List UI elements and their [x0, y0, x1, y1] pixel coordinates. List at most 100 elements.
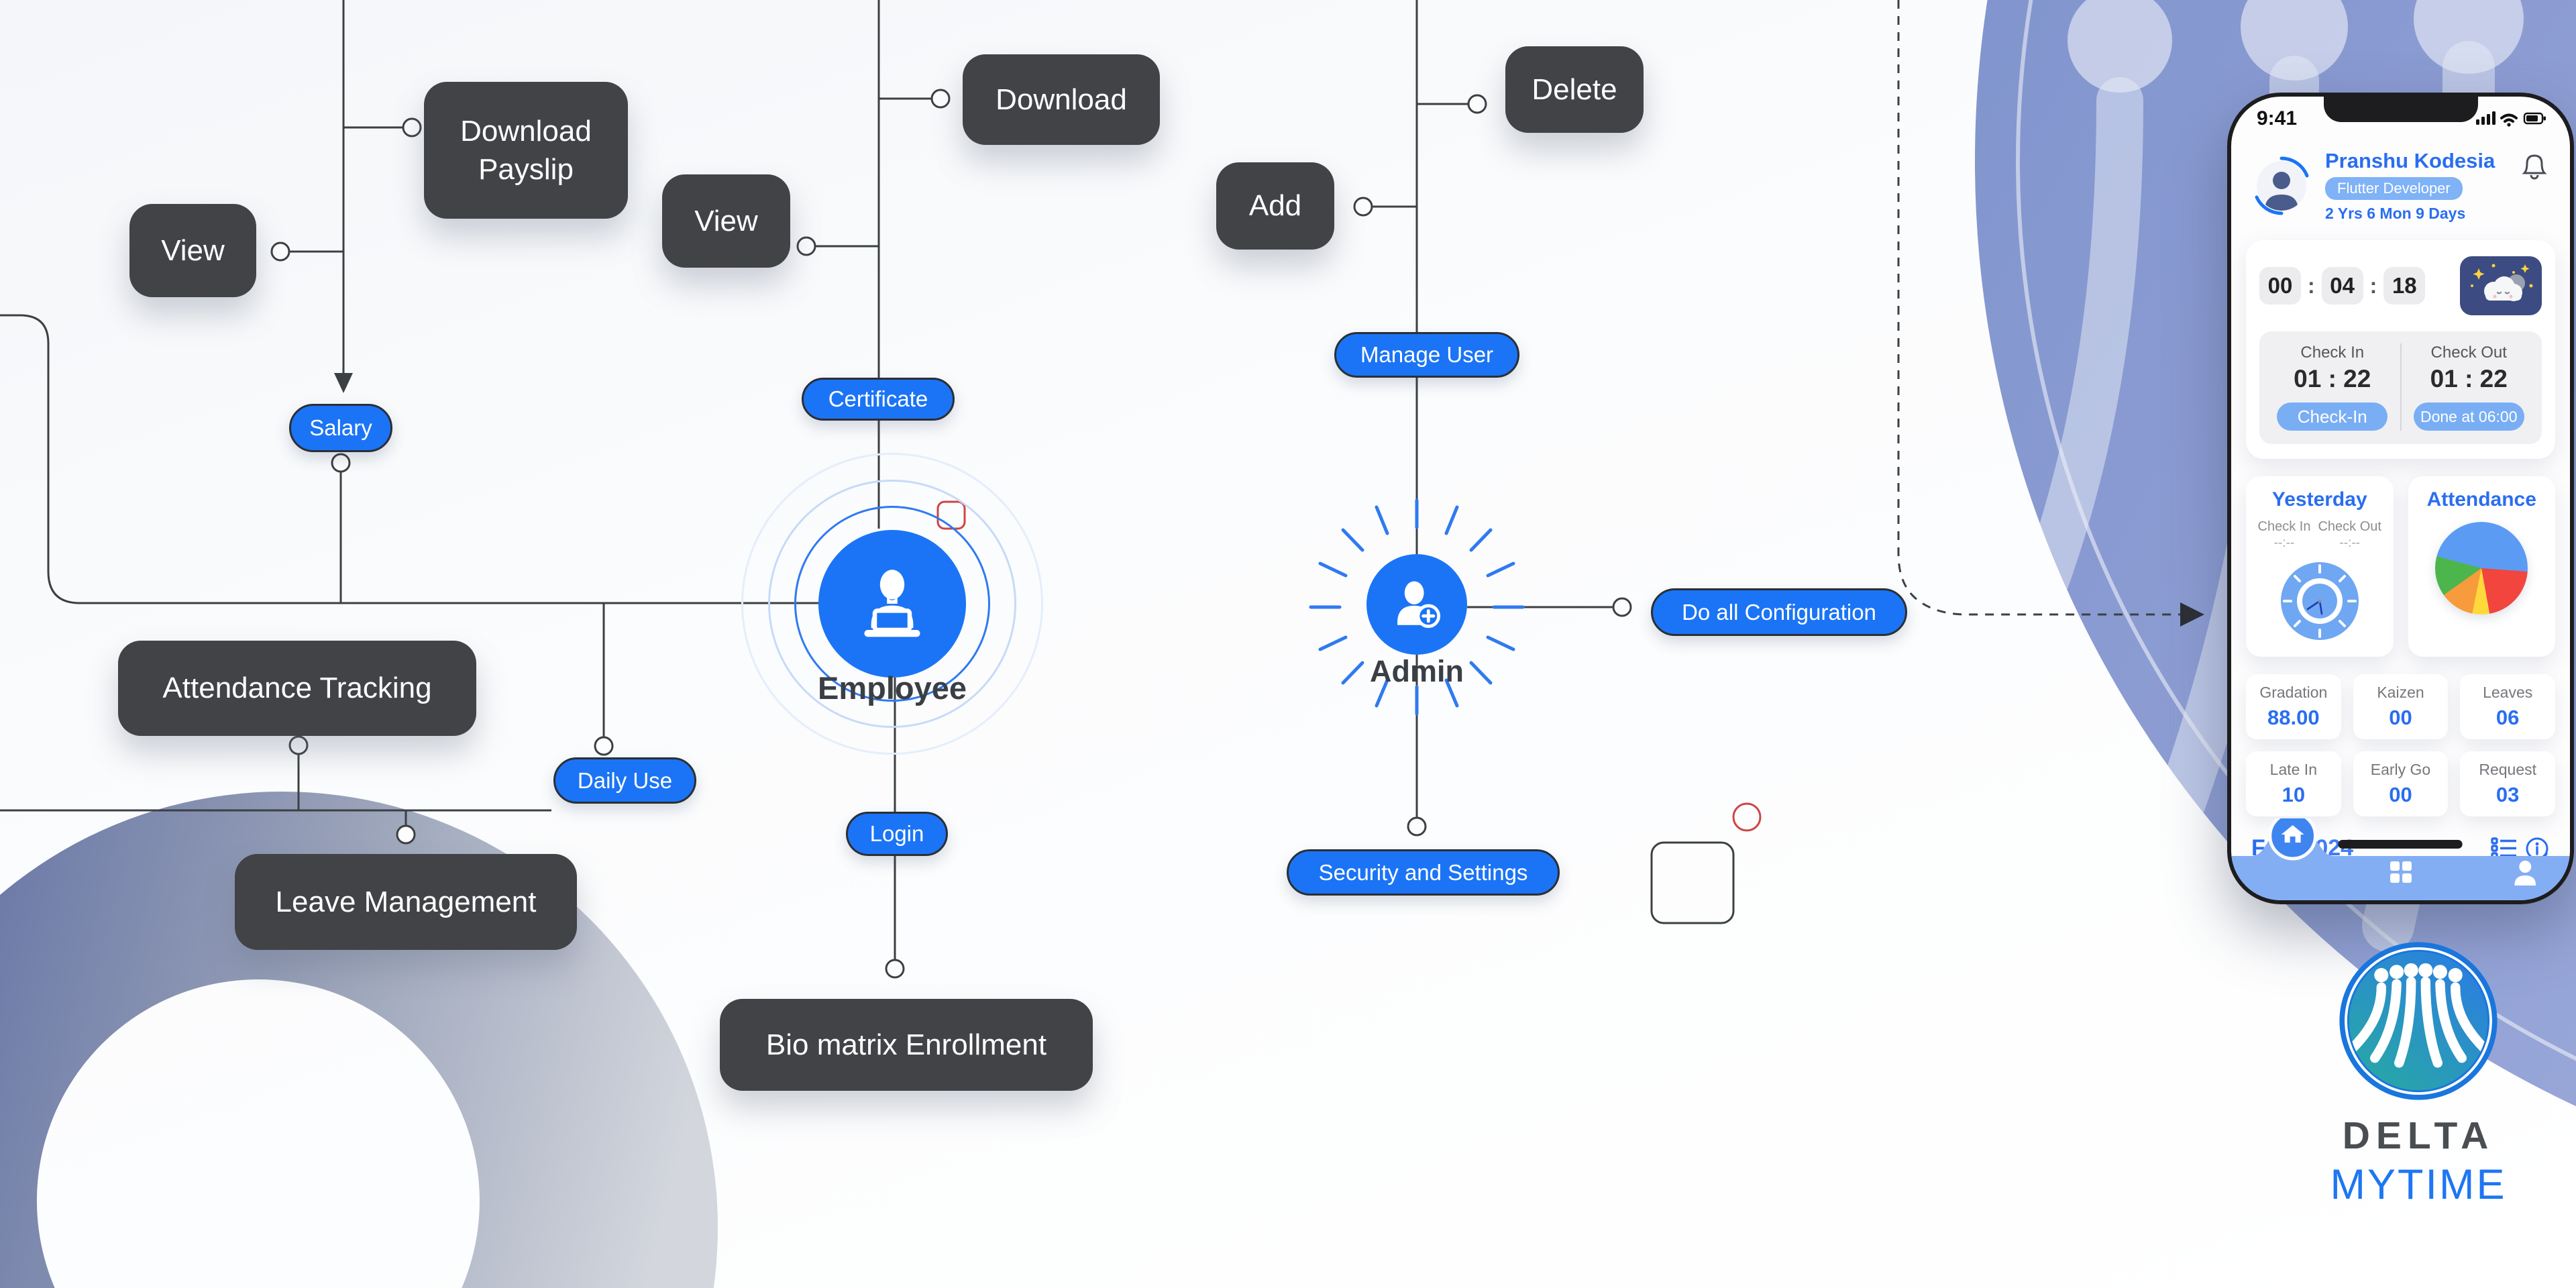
check-out-button[interactable]: Done at 06:00 — [2413, 402, 2524, 431]
night-weather-tile — [2460, 256, 2542, 315]
stat-value: 03 — [2496, 783, 2520, 806]
employee-node[interactable] — [818, 530, 966, 678]
check-out-column: Check Out 01 : 22 Done at 06:00 — [2400, 343, 2537, 431]
home-indicator — [2338, 840, 2463, 849]
attendance-pie-chart — [2435, 522, 2528, 614]
pill-label: Manage User — [1360, 342, 1494, 367]
sleeping-cloud-icon — [2471, 264, 2533, 301]
delta-logo-icon — [2339, 942, 2498, 1100]
status-time: 9:41 — [2257, 107, 2298, 129]
stat-label: Early Go — [2370, 761, 2431, 778]
stat-late-in[interactable]: Late In 10 — [2246, 751, 2341, 816]
check-in-value: 01 : 22 — [2294, 365, 2371, 392]
pill-certificate[interactable]: Certificate — [802, 378, 955, 421]
profile-nav-icon[interactable] — [2514, 861, 2536, 885]
node-label: Bio matrix Enrollment — [765, 1028, 1047, 1061]
wordmark-mytime: MYTIME — [2330, 1161, 2507, 1208]
stat-label: Late In — [2269, 761, 2317, 778]
arrow-down-salary — [334, 373, 353, 393]
pill-label: Login — [869, 821, 924, 846]
yesterday-checkin-value: --:-- — [2273, 536, 2295, 550]
check-panel: Check In 01 : 22 Check-In Check Out 01 :… — [2259, 331, 2542, 444]
status-bar: 9:41 — [2231, 97, 2570, 130]
stat-request[interactable]: Request 03 — [2460, 751, 2555, 816]
wifi-icon — [2500, 113, 2518, 123]
node-download-certificate[interactable]: Download — [963, 54, 1160, 145]
stat-value: 00 — [2389, 706, 2412, 729]
stat-kaizen[interactable]: Kaizen 00 — [2353, 674, 2449, 739]
stat-label: Request — [2479, 761, 2536, 778]
timer-minutes: 04 — [2321, 267, 2363, 305]
yesterday-card: Yesterday Check In --:-- Check Out --:-- — [2246, 476, 2394, 657]
admin-add-user-icon — [1397, 581, 1441, 629]
node-view-certificate[interactable]: View — [662, 174, 790, 268]
stat-label: Leaves — [2483, 684, 2533, 701]
pill-salary[interactable]: Salary — [289, 404, 392, 452]
node-download-payslip[interactable]: Download Payslip — [424, 82, 628, 219]
person-silhouette-icon — [2265, 172, 2298, 211]
employee-inner-ring — [794, 506, 990, 702]
node-bio-matrix-enrollment[interactable]: Bio matrix Enrollment — [720, 999, 1093, 1091]
attendance-title: Attendance — [2426, 488, 2536, 511]
check-out-label: Check Out — [2430, 343, 2507, 362]
node-label: Delete — [1532, 72, 1617, 106]
node-attendance-tracking[interactable]: Attendance Tracking — [118, 641, 476, 736]
node-delete-user[interactable]: Delete — [1505, 46, 1644, 133]
pill-label: Do all Configuration — [1682, 599, 1876, 625]
arrow-to-phone — [2180, 602, 2204, 627]
employee-laptop-icon — [864, 570, 920, 637]
stat-gradation[interactable]: Gradation 88.00 — [2246, 674, 2341, 739]
brand-logo: DELTA MYTIME — [2277, 941, 2559, 1209]
phone-mockup: 9:41 — [2227, 93, 2574, 904]
avatar[interactable] — [2251, 156, 2312, 216]
pill-login[interactable]: Login — [846, 812, 948, 856]
timer-card: 00 : 04 : 18 — [2246, 240, 2555, 459]
pill-label: Certificate — [828, 386, 928, 411]
yesterday-checkout-value: --:-- — [2339, 536, 2361, 550]
pill-label: Daily Use — [577, 767, 673, 793]
admin-node[interactable] — [1366, 554, 1467, 655]
pill-do-all-configuration[interactable]: Do all Configuration — [1651, 588, 1907, 636]
profile-name: Pranshu Kodesia — [2325, 149, 2496, 172]
employee-mid-ring — [768, 480, 1016, 728]
timer-hours: 00 — [2259, 267, 2301, 305]
pill-manage-user[interactable]: Manage User — [1334, 332, 1519, 378]
battery-icon — [2523, 112, 2546, 125]
stat-value: 10 — [2282, 783, 2306, 806]
stats-grid: Gradation 88.00 Kaizen 00 Leaves 06 Late… — [2246, 674, 2555, 816]
home-icon — [2281, 825, 2304, 843]
check-in-label: Check In — [2300, 343, 2365, 362]
tenure-text: 2 Yrs 6 Mon 9 Days — [2325, 205, 2466, 222]
role-badge: Flutter Developer — [2325, 177, 2463, 200]
employee-outer-ring — [741, 453, 1043, 755]
phone-notch — [2323, 97, 2478, 122]
bell-icon[interactable] — [2522, 153, 2547, 181]
pill-label: Salary — [309, 415, 372, 440]
node-add-user[interactable]: Add — [1216, 162, 1334, 250]
grid-icon[interactable] — [2390, 861, 2412, 883]
profile-texts: Pranshu Kodesia Flutter Developer 2 Yrs … — [2325, 149, 2495, 223]
node-leave-management[interactable]: Leave Management — [235, 854, 577, 950]
check-in-button[interactable]: Check-In — [2277, 402, 2388, 431]
list-view-icon[interactable] — [2491, 837, 2518, 860]
red-circle-marker — [1732, 802, 1762, 832]
pill-daily-use[interactable]: Daily Use — [553, 757, 696, 804]
node-label: Add — [1248, 189, 1302, 223]
node-label: View — [694, 204, 758, 237]
bottom-nav-bar — [2231, 818, 2570, 900]
admin-rays — [1309, 498, 1525, 716]
yesterday-checkin-label: Check In — [2257, 519, 2311, 534]
stat-early-go[interactable]: Early Go 00 — [2353, 751, 2449, 816]
node-label: View — [161, 233, 225, 267]
check-in-column: Check In 01 : 22 Check-In — [2265, 343, 2400, 431]
stat-leaves[interactable]: Leaves 06 — [2460, 674, 2555, 739]
timer-colon: : — [2369, 273, 2377, 298]
stat-value: 88.00 — [2267, 706, 2320, 729]
stat-value: 06 — [2496, 706, 2520, 729]
profile-header: Pranshu Kodesia Flutter Developer 2 Yrs … — [2231, 130, 2570, 223]
node-view-payslip[interactable]: View — [129, 204, 256, 297]
pill-security-and-settings[interactable]: Security and Settings — [1287, 849, 1560, 896]
pill-label: Security and Settings — [1318, 859, 1528, 885]
